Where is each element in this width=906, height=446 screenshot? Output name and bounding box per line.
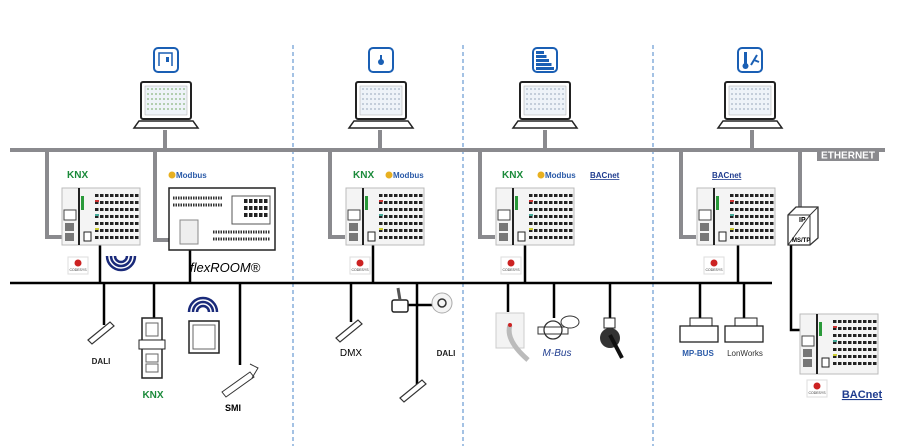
svg-text:KNX: KNX: [502, 170, 523, 181]
protocol-logo-modbus: Modbus: [168, 171, 207, 180]
controller-device: [799, 313, 879, 375]
svg-text:Modbus: Modbus: [176, 171, 207, 180]
mpbus-actuator-icon: [679, 317, 719, 343]
flexroom-device: [168, 187, 276, 251]
ip-mstp-gateway: [787, 206, 819, 246]
field-bus: [10, 245, 800, 385]
dmx-dimmer-icon: [391, 287, 409, 313]
svg-text:CODESYS: CODESYS: [502, 268, 520, 272]
protocol-label-lonworks: LonWorks: [727, 349, 763, 358]
dali-luminaire-icon: [335, 319, 363, 343]
energy-bars-icon: [532, 47, 558, 73]
room-door-icon: [153, 47, 179, 73]
laptop-icon: [511, 81, 579, 129]
svg-text:BACnet: BACnet: [590, 171, 620, 180]
protocol-label-smi: SMI: [225, 403, 241, 413]
svg-text:BACnet: BACnet: [712, 171, 742, 180]
svg-text:Modbus: Modbus: [545, 171, 576, 180]
protocol-label-mbus: M-Bus: [543, 348, 572, 359]
svg-text:CODESYS: CODESYS: [69, 268, 87, 272]
protocol-logo-modbus: Modbus: [385, 171, 424, 180]
wireless-signal-icon: [105, 255, 137, 272]
ethernet-label: ETHERNET: [817, 148, 879, 162]
damper-actuator-icon: [600, 317, 624, 359]
laptop-icon: [347, 81, 415, 129]
controller-device: [61, 187, 141, 246]
gateway-label-mstp: MS/TP: [792, 238, 810, 244]
controller-device: [345, 187, 425, 246]
codesys-logo: CODESYS: [806, 379, 828, 398]
section-dividers: [292, 45, 654, 446]
flexroom-label: flexROOM®: [190, 260, 261, 275]
protocol-label-dali: DALI: [92, 357, 111, 366]
protocol-logo-knx: KNX: [67, 170, 88, 181]
light-bulb-icon: [368, 47, 394, 73]
protocol-logo-knx: KNX: [502, 170, 523, 181]
codesys-logo: CODESYS: [703, 256, 725, 275]
protocol-logo-bacnet: BACnet: [590, 171, 620, 180]
controller-device: [495, 187, 575, 246]
lonworks-actuator-icon: [724, 317, 764, 343]
sensor-icon: [431, 292, 453, 314]
svg-text:KNX: KNX: [67, 170, 88, 181]
valve-actuator-icon: [495, 312, 530, 362]
codesys-logo: CODESYS: [500, 256, 522, 275]
wireless-switch: [188, 320, 220, 354]
ethernet-backbone: [10, 130, 885, 242]
protocol-logo-bacnet: BACnet: [712, 171, 742, 180]
svg-text:CODESYS: CODESYS: [808, 391, 826, 395]
protocol-label-knx: KNX: [142, 390, 163, 401]
gateway-label-ip: IP: [799, 217, 806, 224]
labels: flexROOM® DALI KNX SMI DMX DALI M-Bus MP…: [92, 217, 883, 413]
svg-text:KNX: KNX: [353, 170, 374, 181]
laptop-icon: [716, 81, 784, 129]
svg-text:CODESYS: CODESYS: [705, 268, 723, 272]
protocol-logo-knx: KNX: [353, 170, 374, 181]
svg-text:ETHERNET: ETHERNET: [821, 151, 875, 162]
protocol-label-dali: DALI: [437, 349, 456, 358]
smi-motor-icon: [221, 363, 259, 398]
protocol-label-bacnet: BACnet: [842, 389, 883, 401]
dali-luminaire-icon: [87, 321, 115, 345]
protocol-logo-modbus: Modbus: [537, 171, 576, 180]
protocol-label-dmx: DMX: [340, 348, 363, 359]
knx-switch-panel: [138, 317, 166, 379]
svg-text:CODESYS: CODESYS: [351, 268, 369, 272]
controller-device: [696, 187, 776, 246]
wireless-signal-icon: [187, 296, 219, 313]
svg-text:Modbus: Modbus: [393, 171, 424, 180]
codesys-logo: CODESYS: [349, 256, 371, 275]
thermometer-fan-icon: [737, 47, 763, 73]
codesys-logo: CODESYS: [67, 256, 89, 275]
laptop-icon: [132, 81, 200, 129]
water-meter-icon: [537, 315, 580, 340]
protocol-label-mpbus: MP-BUS: [682, 349, 714, 358]
dali-luminaire-icon: [399, 379, 427, 403]
